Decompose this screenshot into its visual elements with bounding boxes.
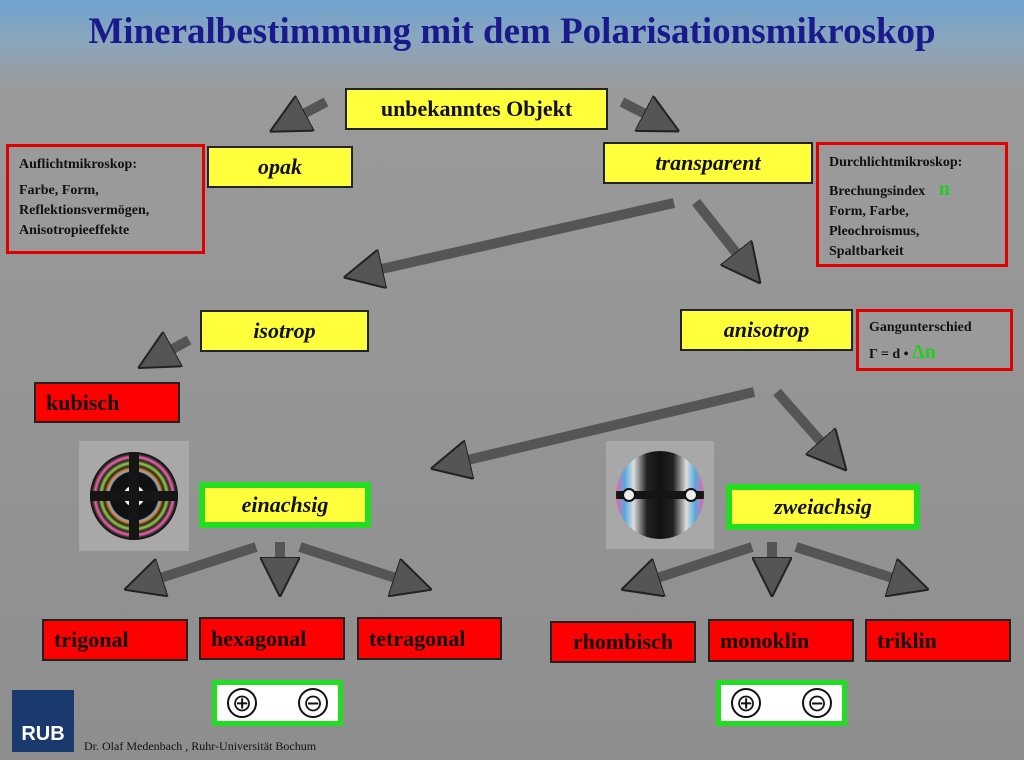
node-anisotrop: anisotrop: [680, 309, 853, 351]
optical-sign-biaxial: ⊕ ⊖: [716, 680, 847, 726]
arrow-zweiachsig-triklin: [794, 542, 905, 582]
biaxial-interference-figure: [616, 451, 704, 539]
node-isotrop: isotrop: [200, 310, 369, 352]
node-tetragonal: tetragonal: [357, 617, 502, 660]
gangunterschied-heading: Gangunterschied: [869, 320, 972, 335]
conoscopic-biaxial-image: [606, 441, 714, 549]
gangunterschied-formula-row: Γ = d • Δn: [869, 342, 1000, 365]
node-kubisch: kubisch: [34, 382, 180, 423]
arrow-transparent-anisotrop: [692, 198, 745, 264]
auflicht-line: Reflektionsvermögen,: [19, 203, 150, 218]
optical-sign-uniaxial: ⊕ ⊖: [212, 680, 343, 726]
n-symbol: n: [938, 178, 950, 200]
node-hexagonal: hexagonal: [199, 617, 345, 660]
info-auflichtmikroskop: Auflichtmikroskop: Farbe, Form, Reflekti…: [6, 144, 205, 254]
delta-n-symbol: Δn: [912, 341, 936, 363]
arrow-root-transparent: [619, 102, 657, 120]
arrow-einachsig-trigonal: [148, 542, 258, 582]
node-rhombisch: rhombisch: [550, 621, 696, 663]
node-monoklin: monoklin: [708, 619, 854, 662]
author-credit: Dr. Olaf Medenbach , Ruhr-Universität Bo…: [84, 739, 317, 753]
arrow-isotrop-kubisch: [160, 340, 192, 356]
node-zweiachsig: zweiachsig: [726, 484, 920, 530]
arrow-zweiachsig-rhombisch: [645, 542, 754, 582]
auflicht-line: Anisotropieeffekte: [19, 223, 130, 238]
auflicht-heading: Auflichtmikroskop:: [19, 157, 137, 172]
node-transparent: transparent: [603, 142, 813, 184]
node-trigonal: trigonal: [42, 619, 188, 661]
minus-sign-icon: ⊖: [802, 688, 832, 718]
durchlicht-line: Pleochroismus,: [829, 224, 920, 239]
node-opak: opak: [207, 146, 353, 188]
durchlicht-line: Brechungsindex n: [829, 179, 995, 202]
durchlicht-heading: Durchlichtmikroskop:: [829, 155, 963, 170]
node-triklin: triklin: [865, 619, 1011, 662]
durchlicht-line: Form, Farbe,: [829, 204, 909, 219]
arrow-einachsig-tetragonal: [298, 542, 408, 582]
durchlicht-line: Spaltbarkeit: [829, 244, 904, 259]
plus-sign-icon: ⊕: [227, 688, 257, 718]
plus-sign-icon: ⊕: [731, 688, 761, 718]
info-durchlichtmikroskop: Durchlichtmikroskop: Brechungsindex n Fo…: [816, 142, 1008, 267]
page-title: Mineralbestimmung mit dem Polarisationsm…: [88, 11, 936, 52]
arrow-anisotrop-einachsig: [455, 387, 756, 463]
rub-logo: RUB: [12, 690, 74, 752]
auflicht-line: Farbe, Form,: [19, 183, 99, 198]
arrow-root-opak: [292, 102, 329, 120]
minus-sign-icon: ⊖: [298, 688, 328, 718]
node-einachsig: einachsig: [199, 482, 371, 528]
info-gangunterschied: Gangunterschied Γ = d • Δn: [856, 309, 1013, 371]
arrow-anisotrop-zweiachsig: [773, 388, 830, 452]
arrow-transparent-isotrop: [368, 198, 676, 272]
uniaxial-interference-figure: [90, 452, 178, 540]
conoscopic-uniaxial-image: [79, 441, 189, 551]
node-unbekanntes-objekt: unbekanntes Objekt: [345, 88, 608, 130]
durchlicht-brechungsindex: Brechungsindex: [829, 184, 926, 199]
gangunterschied-formula: Γ = d •: [869, 347, 909, 362]
